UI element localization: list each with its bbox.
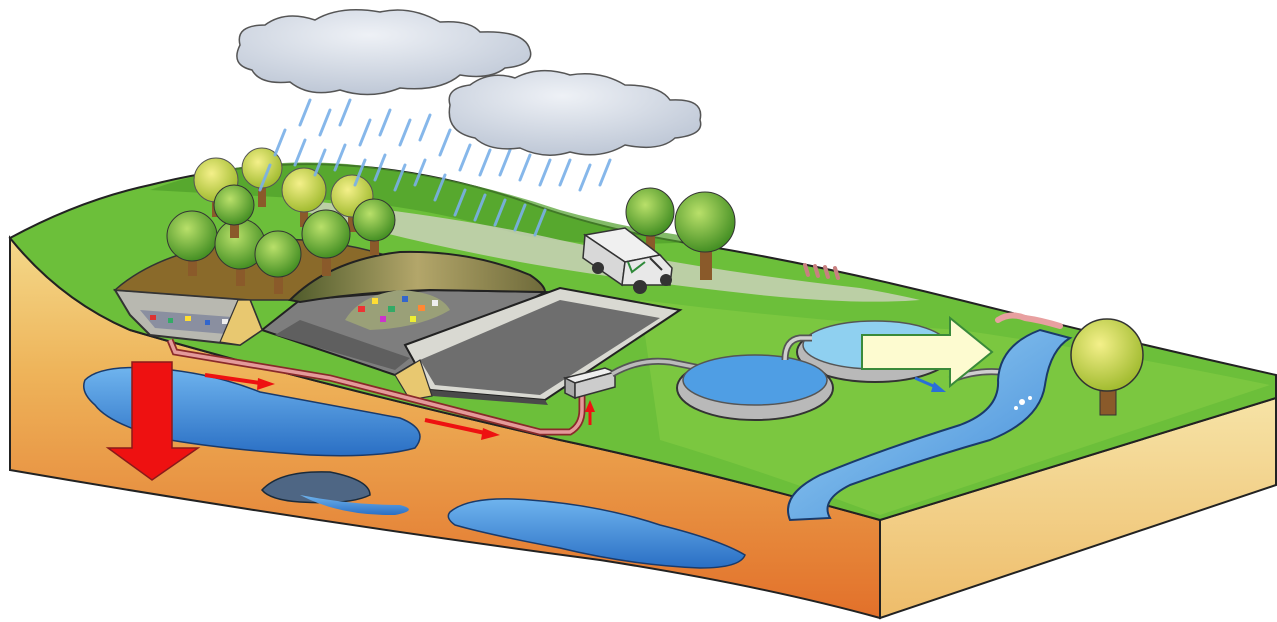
cloud-icon [236, 9, 532, 96]
berm-left [219, 299, 263, 346]
garbage-truck-icon [582, 227, 673, 294]
waste-pile [345, 290, 450, 330]
treatment-tank-primary [676, 354, 834, 421]
tree-icon [213, 184, 255, 238]
tree-icon [674, 191, 736, 280]
tree-icon [301, 209, 351, 276]
tree-icon [1070, 318, 1144, 416]
empty-cell-liner [430, 390, 548, 405]
buried-waste-specks [150, 315, 228, 325]
tree-icon [281, 167, 327, 227]
pump-station-icon [562, 367, 618, 400]
tree-icon [625, 187, 675, 251]
berm-middle [394, 359, 433, 401]
river-icon [787, 328, 1073, 522]
yellow-right-arrow-icon [861, 315, 994, 389]
waste-pile-specks [358, 296, 438, 322]
cloud-icon [448, 69, 702, 156]
red-down-arrow-icon [105, 361, 201, 481]
river-bank-stones [995, 312, 1063, 329]
tree-grove [166, 147, 1144, 416]
covered-landfill-mound [287, 250, 547, 304]
leachate-flow-arrows [204, 373, 595, 440]
groundwater-aquifer-right [447, 498, 746, 569]
water-splash [1014, 396, 1032, 410]
rain-icon [258, 98, 612, 237]
empty-cell-floor [420, 300, 660, 395]
tree-icon [254, 230, 302, 294]
discharge-arrow [914, 376, 946, 392]
tree-icon [352, 198, 396, 255]
buried-waste [140, 310, 245, 335]
fence-posts [803, 263, 840, 280]
groundwater-pocket-dark [261, 471, 371, 504]
active-cell-floor [275, 320, 410, 370]
groundwater-aquifer-center [300, 495, 409, 516]
